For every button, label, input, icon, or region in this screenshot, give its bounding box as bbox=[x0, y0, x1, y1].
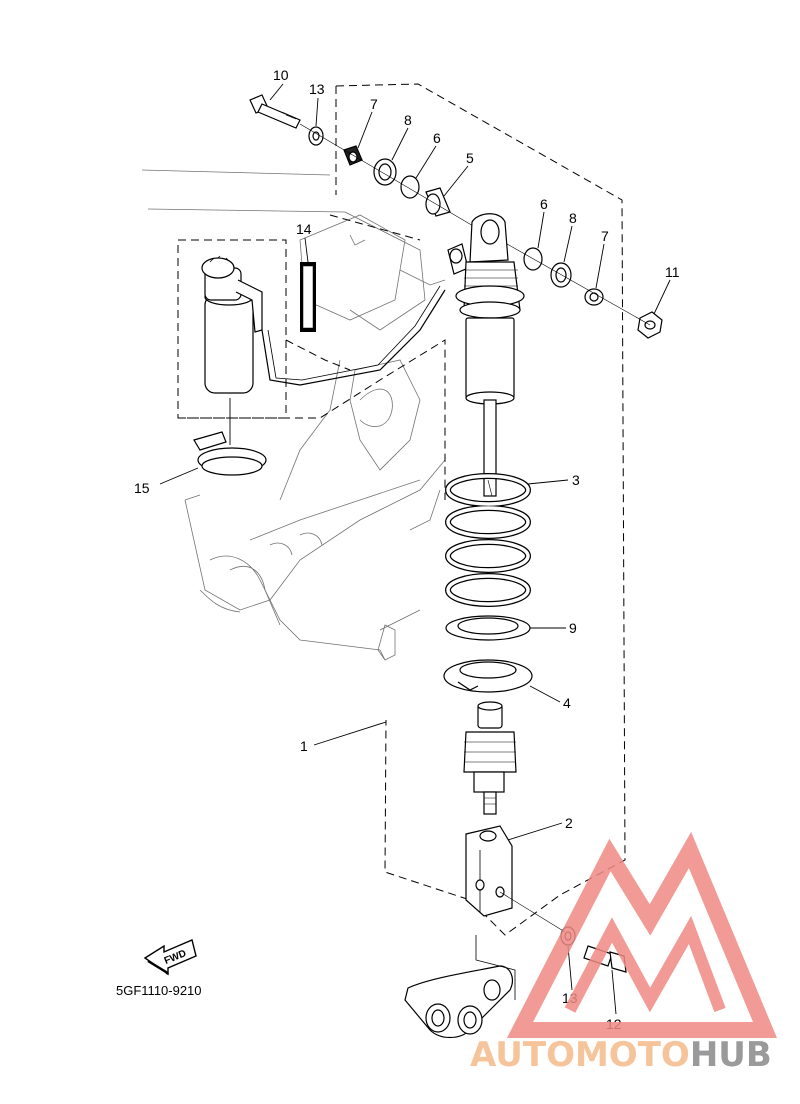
callout-14: 14 bbox=[296, 221, 312, 237]
callout-7: 7 bbox=[601, 228, 609, 244]
callout-10: 10 bbox=[273, 67, 289, 83]
label-sticker-part-14 bbox=[300, 262, 316, 332]
callout-13: 13 bbox=[309, 81, 325, 97]
callout-7: 7 bbox=[370, 96, 378, 112]
callout-6: 6 bbox=[540, 196, 548, 212]
watermark-brand-primary: AUTOMOTO bbox=[470, 1035, 690, 1075]
callout-2: 2 bbox=[565, 815, 573, 831]
part-code: 5GF1110-9210 bbox=[116, 983, 202, 998]
watermark-triangle-inner bbox=[564, 915, 726, 1013]
shock-absorber-body bbox=[447, 213, 525, 497]
callout-1: 1 bbox=[300, 738, 308, 754]
callout-9: 9 bbox=[569, 620, 577, 636]
spring-seat-part-4 bbox=[443, 659, 533, 693]
relay-link-arm bbox=[404, 935, 516, 1039]
forward-direction-arrow: FWD bbox=[143, 939, 197, 976]
upper-hardware bbox=[249, 94, 663, 339]
coil-spring-inner bbox=[446, 474, 530, 606]
lower-shaft bbox=[463, 701, 517, 815]
frame-outline bbox=[141, 169, 446, 661]
callout-3: 3 bbox=[572, 472, 580, 488]
lower-clevis-part-2 bbox=[465, 825, 513, 917]
callout-numbers: 10 13 7 8 6 5 6 8 7 11 14 15 3 9 4 1 2 1… bbox=[134, 67, 680, 1032]
spring-guide-part-9 bbox=[445, 615, 531, 641]
watermark-logo bbox=[506, 831, 777, 1038]
callout-8: 8 bbox=[404, 112, 412, 128]
callout-15: 15 bbox=[134, 480, 150, 496]
callout-4: 4 bbox=[563, 695, 571, 711]
dashed-boundaries bbox=[177, 83, 626, 936]
callout-8: 8 bbox=[569, 210, 577, 226]
watermark-triangle-outer bbox=[506, 831, 777, 1038]
gas-reservoir bbox=[201, 255, 446, 394]
callout-leaders bbox=[159, 83, 671, 1015]
watermark-brand-secondary: HUB bbox=[690, 1035, 772, 1075]
watermark-brand: AUTOMOTOHUB bbox=[470, 1035, 772, 1075]
callout-5: 5 bbox=[466, 150, 474, 166]
band-part-15 bbox=[193, 431, 267, 476]
callout-11: 11 bbox=[665, 264, 680, 280]
callout-6: 6 bbox=[433, 130, 441, 146]
